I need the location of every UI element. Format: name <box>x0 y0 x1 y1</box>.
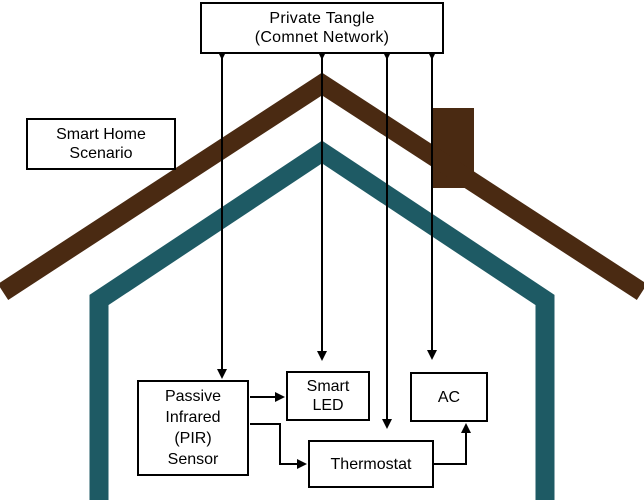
ac-box: AC <box>410 372 488 422</box>
led-line-1: Smart <box>306 378 350 395</box>
led-line-2: LED <box>312 397 344 414</box>
pir-line-1: Passive <box>164 388 222 405</box>
private-tangle-box: Private Tangle (Comnet Network) <box>200 2 444 54</box>
smart-led-box: Smart LED <box>286 371 370 421</box>
private-tangle-line-1: Private Tangle <box>269 10 375 27</box>
arrow-pir-to-thermostat <box>250 423 307 469</box>
pir-line-4: Sensor <box>167 451 219 468</box>
scenario-line-2: Scenario <box>69 145 133 162</box>
smart-home-scenario-label: Smart Home Scenario <box>26 118 176 170</box>
private-tangle-line-2: (Comnet Network) <box>254 29 390 46</box>
pir-line-3: (PIR) <box>174 430 212 447</box>
thermostat-label: Thermostat <box>330 455 412 473</box>
thermostat-box: Thermostat <box>308 440 434 488</box>
scenario-line-1: Smart Home <box>56 126 146 143</box>
pir-sensor-box: Passive Infrared (PIR) Sensor <box>137 380 249 476</box>
ac-label: AC <box>437 388 461 406</box>
pir-line-2: Infrared <box>165 409 221 426</box>
arrow-thermostat-to-ac <box>434 423 471 465</box>
